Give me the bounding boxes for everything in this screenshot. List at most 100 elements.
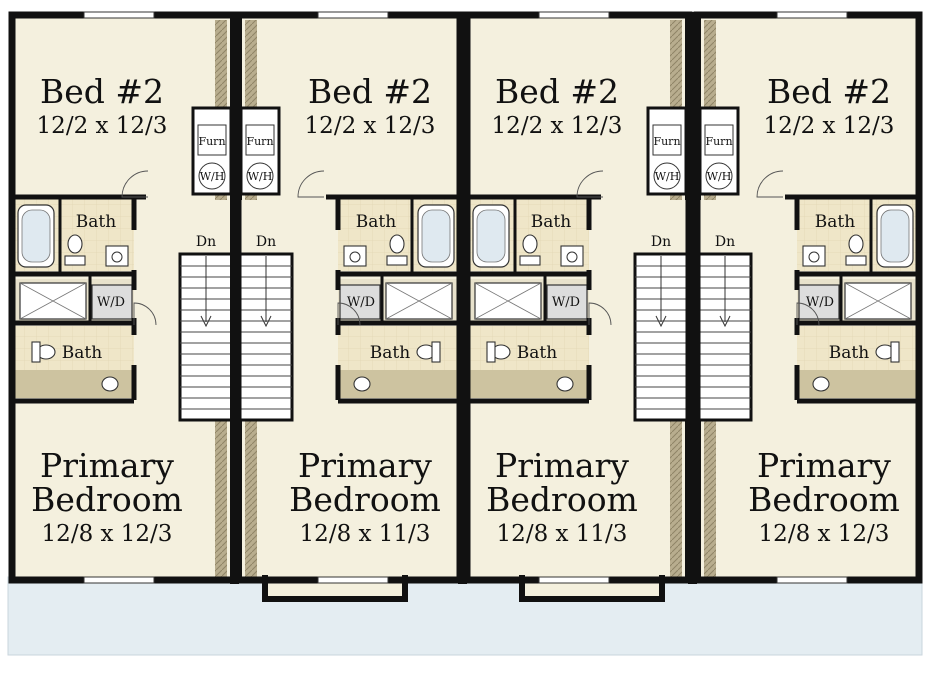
water-heater-label: W/H <box>707 170 732 183</box>
laundry-label: W/D <box>97 295 125 310</box>
furnace <box>245 124 275 156</box>
furnace <box>197 124 227 156</box>
sink-lower <box>353 376 371 392</box>
sink-bowl <box>349 251 361 263</box>
bay-wall <box>519 575 665 602</box>
toilet-lower-tank <box>486 341 496 363</box>
bath-upper-label: Bath <box>356 212 396 232</box>
bed2-label: Bed #2 <box>40 72 164 111</box>
bath-lower-label: Bath <box>829 343 869 363</box>
furnace-label: Furn <box>705 135 732 148</box>
sink <box>343 245 367 267</box>
sink-bowl <box>808 251 820 263</box>
door-swing <box>297 170 325 198</box>
toilet <box>848 234 864 254</box>
door-swing <box>337 302 361 326</box>
toilet <box>522 234 538 254</box>
water-heater <box>246 162 274 190</box>
primary-bedroom-label-line2: Bedroom <box>486 480 638 519</box>
bay-wall <box>262 575 408 602</box>
sink-bowl <box>111 251 123 263</box>
washer-dryer-box <box>91 284 133 320</box>
party-wall <box>230 12 239 584</box>
bath-upper-label: Bath <box>815 212 855 232</box>
primary-bedroom-label-line2: Bedroom <box>31 480 183 519</box>
bed2-dimensions: 12/2 x 12/3 <box>764 113 895 139</box>
water-heater <box>653 162 681 190</box>
stair-arrow-head <box>200 315 212 328</box>
bed2-label: Bed #2 <box>767 72 891 111</box>
shower-drain-lines <box>19 282 87 320</box>
laundry-label: W/D <box>806 295 834 310</box>
toilet <box>389 234 405 254</box>
washer-dryer-box <box>546 284 588 320</box>
primary-bedroom-label-line2: Bedroom <box>748 480 900 519</box>
bathtub-basin <box>880 209 910 263</box>
window <box>317 576 389 584</box>
door-swing <box>756 170 784 198</box>
sink-bowl <box>566 251 578 263</box>
door-swing <box>796 302 820 326</box>
closet-hatch-lower <box>245 420 257 580</box>
window <box>776 11 848 19</box>
party-wall <box>458 12 467 584</box>
front-porch <box>7 576 923 656</box>
washer-dryer-box <box>798 284 840 320</box>
sink <box>105 245 129 267</box>
closet-hatch-lower <box>704 420 716 580</box>
primary-bedroom-label-line1: Primary <box>757 446 891 485</box>
window <box>538 11 610 19</box>
stair-arrow-head <box>655 315 667 328</box>
window <box>83 11 155 19</box>
sink-lower <box>556 376 574 392</box>
laundry-label: W/D <box>552 295 580 310</box>
unit-4: Bed #212/2 x 12/3BathW/DBathFurnW/HDnPri… <box>693 11 923 584</box>
bathtub-basin <box>421 209 451 263</box>
bath-lower-label: Bath <box>370 343 410 363</box>
water-heater <box>705 162 733 190</box>
unit-2: Bed #212/2 x 12/3BathW/DBathFurnW/HDnPri… <box>234 11 464 602</box>
door-swing <box>588 302 612 326</box>
furnace <box>704 124 734 156</box>
bed2-dimensions: 12/2 x 12/3 <box>305 113 436 139</box>
bath-upper-label: Bath <box>531 212 571 232</box>
washer-dryer-box <box>339 284 381 320</box>
bed2-dimensions: 12/2 x 12/3 <box>492 113 623 139</box>
window <box>538 576 610 584</box>
furnace <box>652 124 682 156</box>
primary-bedroom-label-line1: Primary <box>495 446 629 485</box>
stair-down-label: Dn <box>196 234 216 250</box>
toilet-tank <box>386 255 408 266</box>
furnace-label: Furn <box>198 135 225 148</box>
water-heater-label: W/H <box>655 170 680 183</box>
sink-lower <box>101 376 119 392</box>
window <box>776 576 848 584</box>
toilet-tank <box>845 255 867 266</box>
bath-lower-label: Bath <box>62 343 102 363</box>
bed2-label: Bed #2 <box>495 72 619 111</box>
bath-upper-label: Bath <box>76 212 116 232</box>
window <box>83 576 155 584</box>
bathtub-basin <box>21 209 51 263</box>
toilet-tank <box>64 255 86 266</box>
stair-down-label: Dn <box>651 234 671 250</box>
primary-bedroom-label-line1: Primary <box>40 446 174 485</box>
door-swing <box>576 170 604 198</box>
stair-down-label: Dn <box>715 234 735 250</box>
bed2-label: Bed #2 <box>308 72 432 111</box>
closet-hatch-lower <box>670 420 682 580</box>
shower-drain-lines <box>385 282 453 320</box>
shower-drain-lines <box>474 282 542 320</box>
bath-lower-label: Bath <box>517 343 557 363</box>
primary-bedroom-label-line1: Primary <box>298 446 432 485</box>
toilet-lower-tank <box>890 341 900 363</box>
primary-bedroom-dimensions: 12/8 x 12/3 <box>42 521 173 547</box>
primary-bedroom-dimensions: 12/8 x 11/3 <box>300 521 431 547</box>
bathtub-basin <box>476 209 506 263</box>
unit-3: Bed #212/2 x 12/3BathW/DBathFurnW/HDnPri… <box>463 11 693 602</box>
primary-bedroom-dimensions: 12/8 x 12/3 <box>759 521 890 547</box>
water-heater-label: W/H <box>200 170 225 183</box>
primary-bedroom-label-line2: Bedroom <box>289 480 441 519</box>
stair-down-label: Dn <box>256 234 276 250</box>
